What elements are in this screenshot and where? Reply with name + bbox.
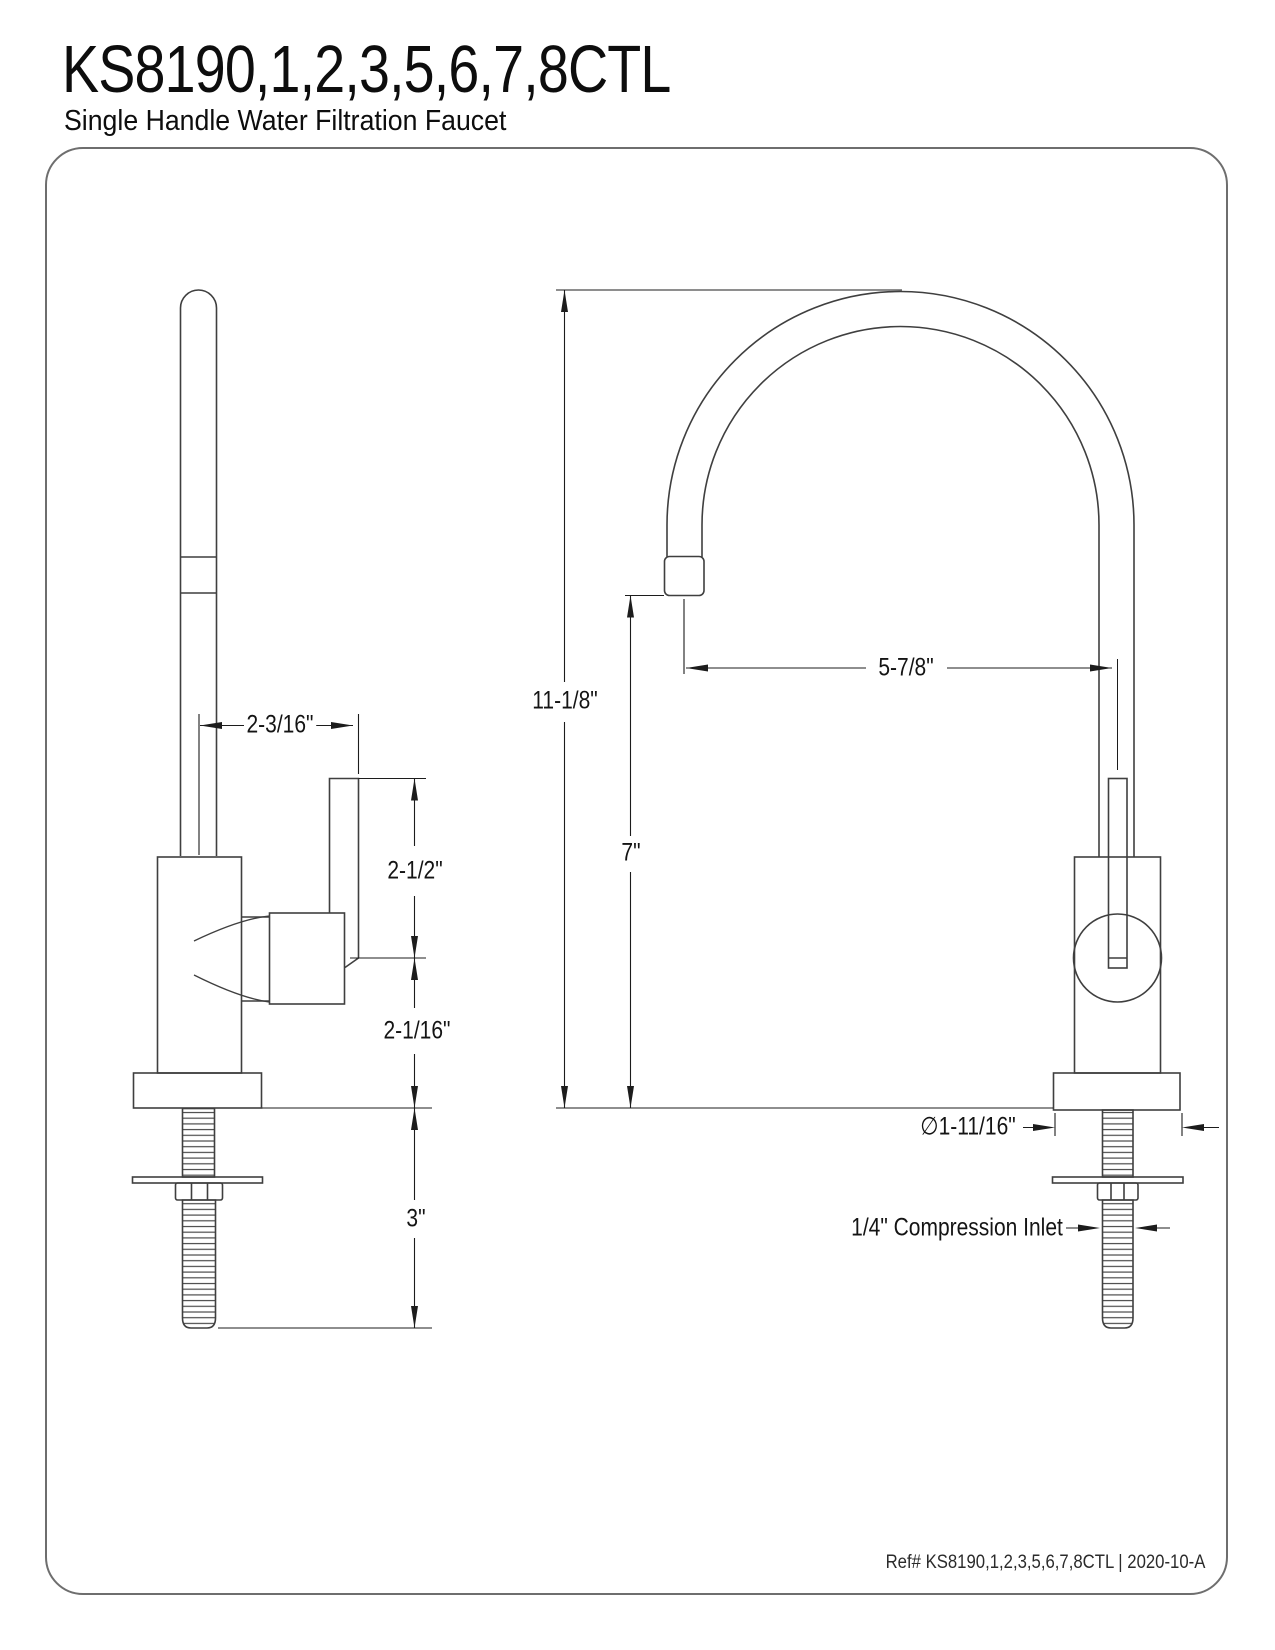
front-gooseneck-inner — [701, 325, 1100, 857]
dim-label-spout-height: 7" — [618, 838, 644, 868]
front-washer — [1051, 1176, 1184, 1184]
side-hex-nut — [174, 1182, 224, 1201]
side-nozzle-band — [180, 556, 217, 594]
dim-label-handle-height: 2-1/2" — [384, 856, 446, 886]
front-shank-upper — [1101, 1109, 1134, 1178]
front-hex-nut-facets — [1110, 1183, 1125, 1200]
front-handle-lever — [1107, 777, 1128, 969]
dim-label-spout-offset: 2-3/16" — [243, 710, 317, 740]
front-view-drawing — [663, 290, 1184, 1329]
front-nozzle — [663, 555, 705, 597]
dim-label-spout-reach: 5-7/8" — [875, 653, 937, 683]
front-valve-circle — [1072, 913, 1163, 1003]
front-shank-lower — [1101, 1199, 1134, 1329]
side-neck — [242, 916, 269, 1002]
side-handle-block — [268, 912, 346, 1005]
side-hex-nut-facets — [190, 1183, 209, 1200]
dim-label-base-diameter: ∅1-11/16" — [917, 1112, 1019, 1142]
side-joint-curves — [193, 915, 270, 1003]
dimension-arrowheads — [200, 290, 1204, 1328]
page-title: KS8190,1,2,3,5,6,7,8CTL — [62, 32, 671, 107]
front-body — [1073, 856, 1162, 1074]
side-base-flange — [132, 1072, 263, 1109]
front-base-flange — [1052, 1072, 1181, 1111]
side-shank-upper — [181, 1107, 216, 1178]
side-washer — [131, 1176, 264, 1184]
side-shank-lower — [181, 1199, 217, 1329]
dim-label-shank-length: 3" — [403, 1204, 429, 1234]
side-view-drawing — [131, 289, 360, 1329]
dimension-annotations — [198, 289, 1219, 1329]
front-gooseneck-outer — [666, 290, 1135, 857]
dim-label-overall-height: 11-1/8" — [529, 686, 601, 716]
front-hex-nut — [1096, 1182, 1139, 1201]
drawing-frame — [45, 147, 1228, 1595]
label-compression-inlet: 1/4" Compression Inlet — [848, 1213, 1066, 1243]
side-body — [156, 856, 243, 1074]
reference-number: Ref# KS8190,1,2,3,5,6,7,8CTL | 2020-10-A — [885, 1552, 1205, 1573]
dim-label-body-height: 2-1/16" — [380, 1016, 454, 1046]
side-spout-tube — [179, 289, 218, 856]
page-subtitle: Single Handle Water Filtration Faucet — [64, 105, 507, 137]
